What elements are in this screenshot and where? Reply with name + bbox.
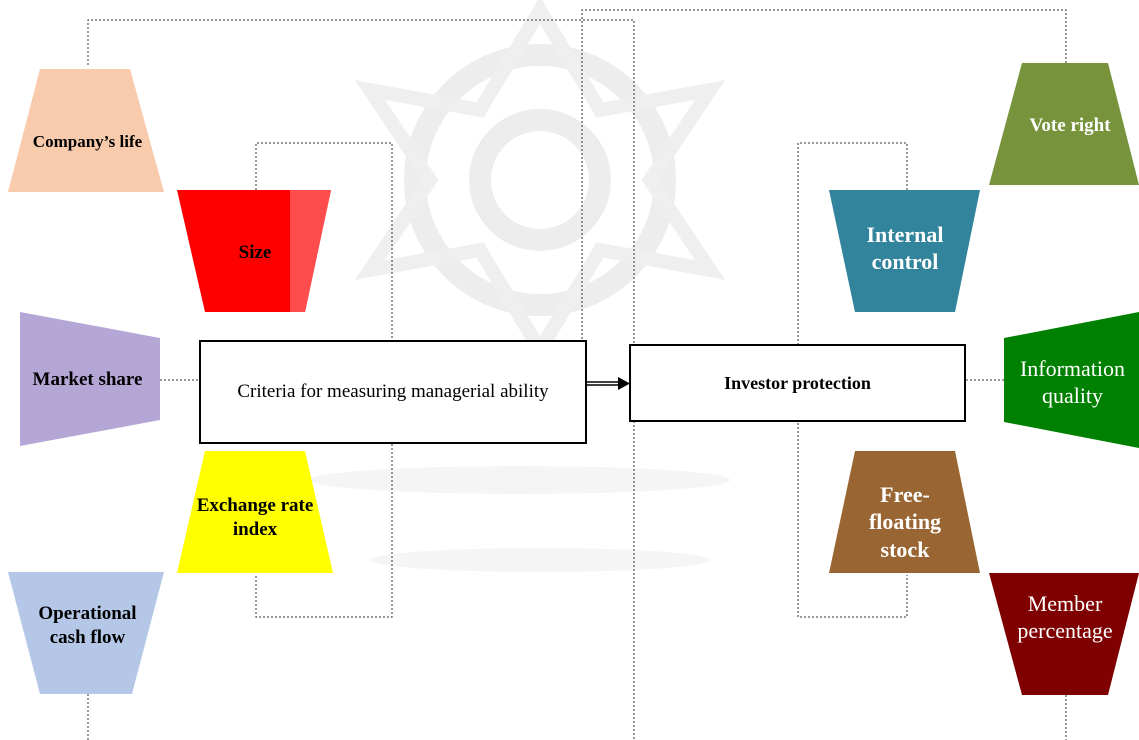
- member-percentage-label: Member percentage: [1017, 590, 1113, 644]
- managerial-ability-label: Criteria for measuring managerial abilit…: [237, 380, 549, 402]
- market-share-label: Market share: [32, 369, 143, 391]
- internal-control-label: Internal control: [866, 221, 944, 275]
- market-share-shape: [20, 312, 160, 446]
- free-floating-stock-label: Free-floating stock: [868, 481, 942, 562]
- vote-right-shape: [989, 63, 1139, 185]
- managerial-ability-box: Criteria for measuring managerial abilit…: [199, 340, 587, 444]
- internal-control-shape: [829, 190, 980, 312]
- size-shape-highlight: [290, 190, 331, 312]
- watermark-logo: [310, 0, 730, 572]
- investor-protection-box: Investor protection: [629, 344, 966, 422]
- arrow-connector: [587, 377, 630, 390]
- size-label: Size: [238, 242, 272, 264]
- information-quality-label: Information quality: [1019, 355, 1126, 409]
- free-floating-stock-shape: [829, 451, 980, 573]
- exchange-rate-index-label: Exchange rate index: [196, 495, 314, 540]
- vote-right-label: Vote right: [1029, 115, 1111, 137]
- exchange-rate-index-shape: [177, 451, 333, 573]
- information-quality-shape: [1004, 312, 1139, 448]
- companys-life-label: Company’s life: [32, 132, 143, 152]
- companys-life-shape: [8, 69, 164, 192]
- member-percentage-shape: [989, 573, 1139, 695]
- operational-cash-flow-shape: [8, 572, 164, 694]
- investor-protection-label: Investor protection: [724, 372, 871, 393]
- operational-cash-flow-label: Operational cash flow: [38, 603, 137, 648]
